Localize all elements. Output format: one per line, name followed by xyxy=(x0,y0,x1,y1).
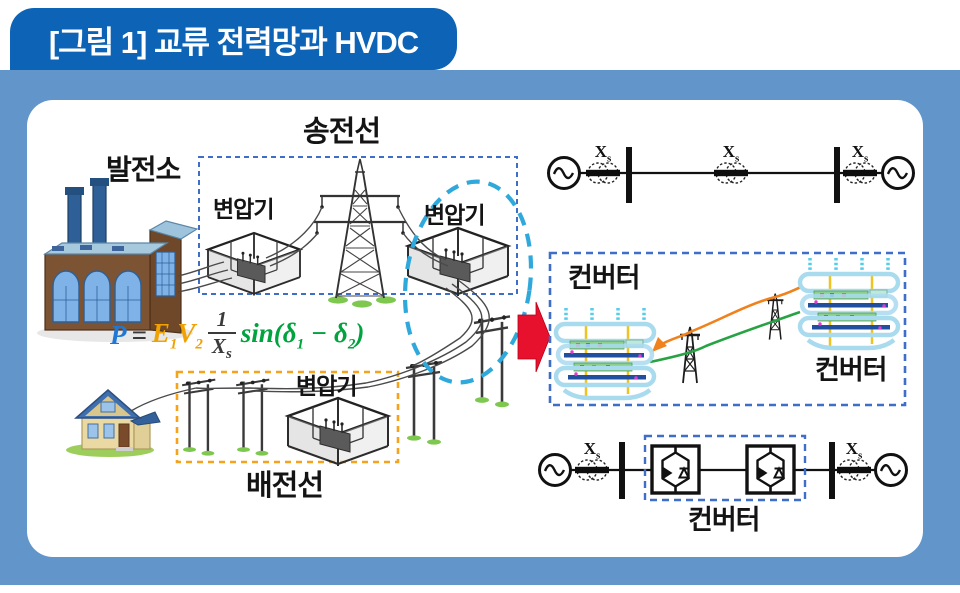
formula-sin-term: sin(δ1 − δ2) xyxy=(240,317,365,353)
transformer-label-3: 변압기 xyxy=(296,373,357,399)
substation-transformer-1 xyxy=(206,231,302,297)
hvdc-converter-box xyxy=(548,251,907,407)
figure-title: [그림 1] 교류 전력망과 HVDC xyxy=(48,24,419,60)
distribution-pole-2 xyxy=(234,377,271,457)
converter-label-right: 컨버터 xyxy=(815,355,888,385)
formula-fraction: 1 Xs xyxy=(207,309,236,362)
reactance-xs-label: Xs xyxy=(851,142,869,165)
converter-label-left: 컨버터 xyxy=(568,263,641,293)
power-plant-label: 발전소 xyxy=(106,154,181,185)
transmission-line-label: 송전선 xyxy=(303,116,381,148)
transformer-label-1: 변압기 xyxy=(213,196,274,222)
hvdc-line-diagram xyxy=(538,434,908,502)
figure-title-banner: [그림 1] 교류 전력망과 HVDC xyxy=(10,8,457,70)
distribution-line-label: 배전선 xyxy=(246,470,324,502)
substation-transformer-3 xyxy=(286,396,390,468)
reactance-symbol xyxy=(585,162,621,184)
reactance-symbol xyxy=(842,162,878,184)
reactance-xs-label: Xs xyxy=(722,142,740,165)
reactance-symbol xyxy=(574,459,610,481)
transmission-tower-illustration xyxy=(314,158,406,308)
power-transfer-formula: P = E1V2 1 Xs sin(δ1 − δ2) xyxy=(110,309,364,362)
formula-e1v2: E1V2 xyxy=(151,317,203,353)
formula-equals: = xyxy=(131,320,147,351)
distribution-pole-4 xyxy=(472,313,512,409)
ac-source-icon xyxy=(881,156,915,190)
formula-p: P xyxy=(110,320,127,351)
distribution-pole-3 xyxy=(404,359,444,446)
transmission-section-dashed-box xyxy=(198,156,518,295)
ac-line-diagram xyxy=(547,147,915,203)
red-arrow xyxy=(517,301,551,373)
power-line-wires xyxy=(130,206,490,412)
reactance-symbol xyxy=(836,459,872,481)
reactance-xs-label: Xs xyxy=(583,439,601,462)
substation-transformer-2 xyxy=(406,226,510,298)
converter-station-left xyxy=(556,308,654,398)
dc-flow-arrowhead xyxy=(652,337,667,352)
dc-tower-icon xyxy=(766,292,785,341)
reactance-xs-label: Xs xyxy=(845,439,863,462)
converter-label-schematic: 컨버터 xyxy=(688,505,761,535)
hvdc-highlight-ellipse xyxy=(402,179,534,385)
transformer-label-2: 변압기 xyxy=(424,202,485,228)
ac-source-icon xyxy=(538,453,572,487)
power-plant-illustration xyxy=(37,178,199,342)
converter-station-right xyxy=(800,258,898,348)
reactance-symbol xyxy=(713,162,749,184)
distribution-section-dashed-box xyxy=(175,370,400,464)
house-illustration xyxy=(66,389,161,457)
reactance-xs-label: Xs xyxy=(594,142,612,165)
ac-source-icon xyxy=(547,156,581,190)
ac-source-icon xyxy=(874,453,908,487)
